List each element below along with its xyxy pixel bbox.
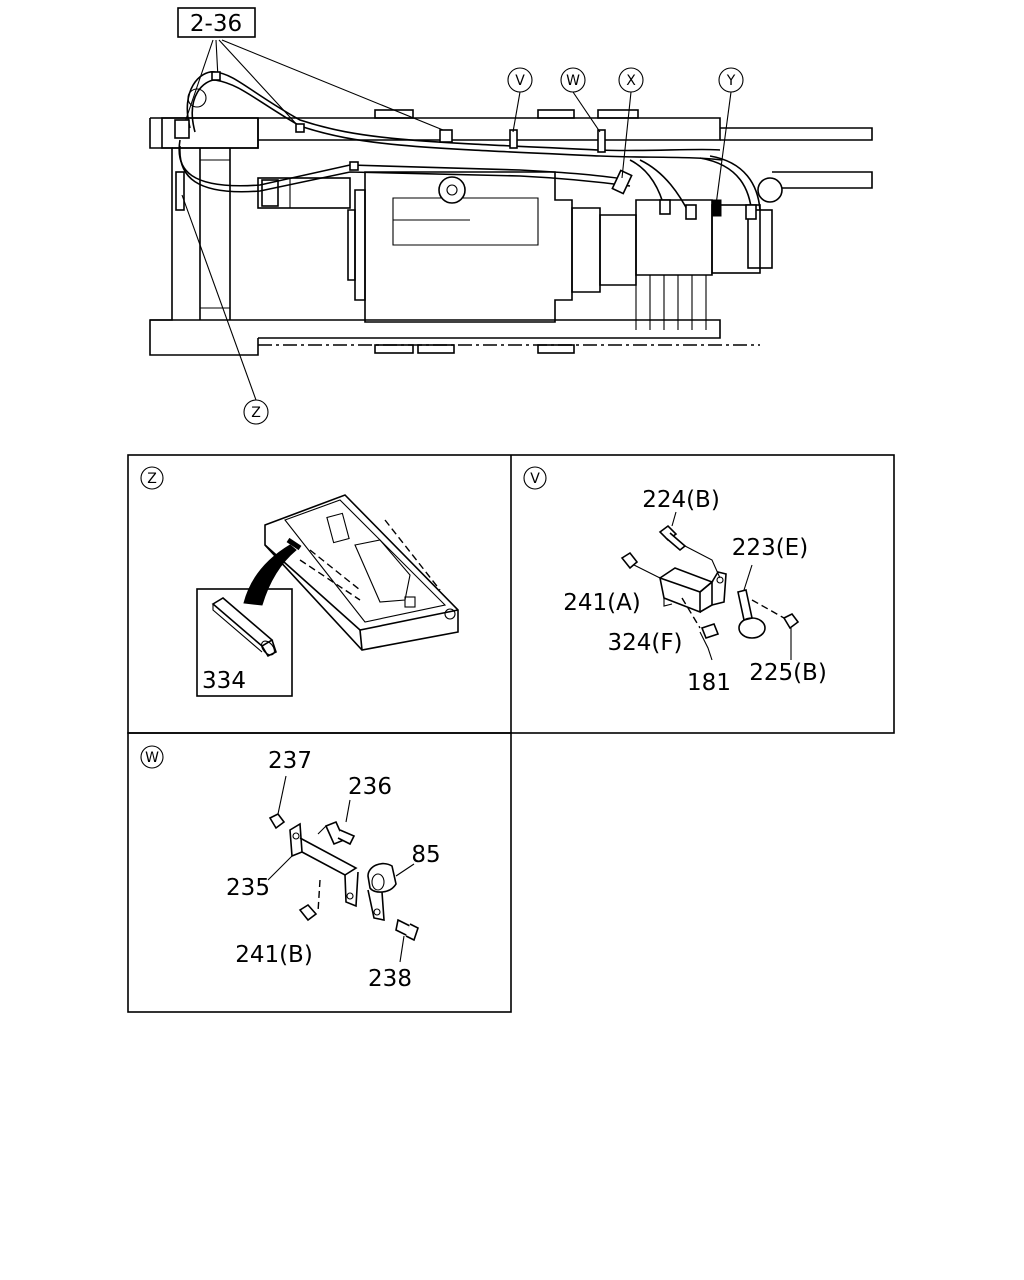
svg-text:W: W	[566, 73, 580, 89]
panel-w-tag: W	[140, 745, 164, 769]
part-label-238: 238	[368, 966, 412, 992]
detail-panel-w-frame	[127, 732, 512, 1013]
part-label-223e: 223(E)	[732, 535, 808, 561]
part-label-225b: 225(B)	[749, 660, 827, 686]
part-label-241b: 241(B)	[235, 942, 313, 968]
part-label-241a: 241(A)	[563, 590, 641, 616]
callout-v[interactable]: V	[507, 67, 533, 93]
part-label-181: 181	[687, 670, 731, 696]
callout-w[interactable]: W	[560, 67, 586, 93]
svg-text:W: W	[145, 750, 159, 766]
callout-y[interactable]: Y	[718, 67, 744, 93]
part-label-237: 237	[268, 748, 312, 774]
reference-box[interactable]: 2-36	[177, 7, 256, 38]
detail-panel-w: W 237 236 85 235 241(B) 238	[140, 745, 441, 992]
svg-text:X: X	[626, 73, 636, 89]
panel-v-tag: V	[523, 466, 547, 490]
detail-panel-v: V 224(B) 223(E) 241(A) 324(F) 181 225(B)	[523, 466, 827, 696]
part-label-85: 85	[411, 842, 440, 868]
svg-text:Z: Z	[251, 405, 261, 421]
detail-panel-z: Z 334	[140, 466, 459, 697]
chassis-assembly-drawing: 2-36	[149, 7, 873, 356]
callout-z[interactable]: Z	[243, 399, 269, 425]
part-label-324f: 324(F)	[607, 630, 682, 656]
callout-x[interactable]: X	[618, 67, 644, 93]
part-label-224b: 224(B)	[642, 487, 720, 513]
svg-text:Z: Z	[147, 471, 157, 487]
reference-box-label: 2-36	[190, 11, 242, 37]
svg-text:V: V	[530, 471, 540, 487]
svg-text:V: V	[515, 73, 525, 89]
part-label-235: 235	[226, 875, 270, 901]
part-label-334: 334	[202, 668, 246, 694]
svg-text:Y: Y	[726, 73, 736, 89]
part-label-236: 236	[348, 774, 392, 800]
panel-z-tag: Z	[140, 466, 164, 490]
